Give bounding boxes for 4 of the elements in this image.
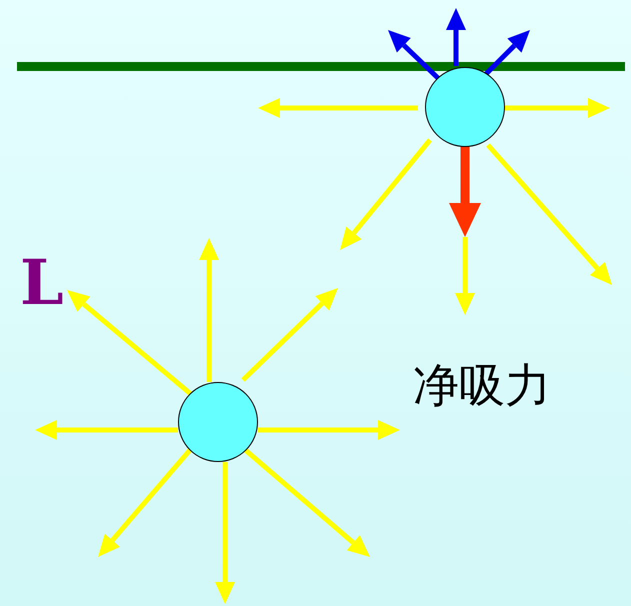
molecule-circle: [425, 67, 505, 147]
force-label: 净吸力: [413, 362, 551, 408]
molecule-circle: [178, 382, 258, 462]
letter-label: L: [20, 252, 64, 314]
